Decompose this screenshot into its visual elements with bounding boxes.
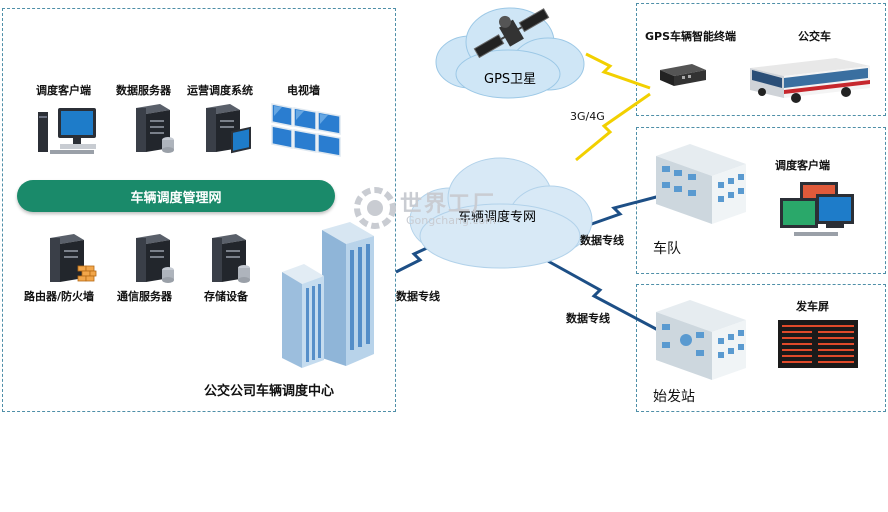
vehicle-box bbox=[636, 3, 886, 116]
fleet-client-label: 调度客户端 bbox=[775, 159, 830, 172]
device-label-ops-system: 运营调度系统 bbox=[187, 84, 253, 97]
watermark-logo bbox=[354, 187, 396, 229]
departure-screen-label: 发车屏 bbox=[796, 300, 829, 313]
pc-monitor-icon bbox=[38, 108, 96, 154]
watermark-subtext: Gongchang.com bbox=[406, 214, 496, 227]
dispatch-cloud-icon bbox=[409, 157, 593, 269]
station-name: 始发站 bbox=[653, 389, 695, 405]
fleet-name: 车队 bbox=[653, 241, 681, 257]
dedicated-link-fleet bbox=[585, 194, 661, 228]
video-wall-icon bbox=[271, 103, 341, 157]
gps-terminal-label: GPS车辆智能终端 bbox=[645, 30, 737, 43]
bus-label: 公交车 bbox=[798, 30, 831, 43]
gps-satellite-label: GPS卫星 bbox=[484, 72, 537, 87]
office-building-icon bbox=[282, 222, 374, 368]
dispatch-network-bus: 车辆调度管理网 bbox=[17, 180, 335, 212]
dispatch-center-title: 公交公司车辆调度中心 bbox=[204, 384, 335, 399]
dedicated-link-label-station: 数据专线 bbox=[566, 312, 610, 325]
fleet-building-icon bbox=[656, 144, 746, 224]
device-label-data-server: 数据服务器 bbox=[116, 84, 171, 97]
device-label-storage: 存储设备 bbox=[204, 290, 248, 303]
cellular-link-cloud bbox=[575, 92, 651, 162]
watermark-text: 世界工厂 bbox=[400, 192, 497, 217]
fleet-client-icon bbox=[780, 182, 854, 236]
bus-icon bbox=[750, 58, 870, 103]
router-firewall-icon bbox=[50, 234, 97, 282]
server-icon bbox=[136, 234, 174, 283]
dedicated-link-station bbox=[545, 258, 659, 332]
satellite-icon bbox=[473, 8, 550, 59]
dedicated-link-label-fleet: 数据专线 bbox=[580, 234, 624, 247]
cellular-link-label: 3G/4G bbox=[570, 110, 605, 123]
server-icon bbox=[136, 104, 174, 153]
station-box bbox=[636, 284, 886, 412]
device-label-router-firewall: 路由器/防火墙 bbox=[24, 290, 95, 303]
dispatch-network-label: 车辆调度管理网 bbox=[130, 191, 222, 206]
station-building-icon bbox=[656, 300, 746, 380]
departure-screen-icon bbox=[778, 320, 858, 368]
device-label-comm-server: 通信服务器 bbox=[117, 290, 172, 303]
dispatch-cloud-label: 车辆调度专网 bbox=[458, 210, 537, 225]
dedicated-link-label-center: 数据专线 bbox=[396, 290, 440, 303]
server-icon bbox=[206, 104, 251, 154]
cellular-link-satellite bbox=[585, 52, 651, 90]
gps-terminal-icon bbox=[660, 64, 706, 86]
device-label-dispatch-client: 调度客户端 bbox=[36, 84, 91, 97]
fleet-box bbox=[636, 127, 886, 274]
device-label-video-wall: 电视墙 bbox=[287, 84, 320, 97]
storage-icon bbox=[212, 234, 250, 283]
